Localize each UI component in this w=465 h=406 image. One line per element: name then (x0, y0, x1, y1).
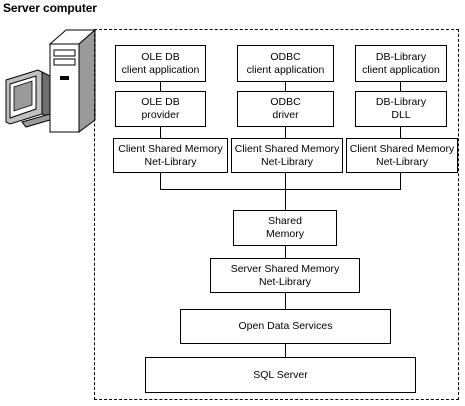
box-label-line: SQL Server (253, 368, 308, 381)
client-shared-memory-netlib-box-3: Client Shared Memory Net-Library (346, 138, 458, 173)
box-label-line: Client Shared Memory (234, 142, 340, 155)
box-label-line: ODBC (270, 50, 301, 63)
server-shared-memory-netlib-box: Server Shared Memory Net-Library (210, 258, 360, 293)
box-label-line: ODBC (270, 96, 301, 108)
box-label-line: Net-Library (144, 155, 197, 168)
box-label-line: Net-Library (259, 275, 311, 288)
box-label-line: DB-Library (375, 50, 427, 63)
odbc-driver-box: ODBC driver (237, 91, 334, 127)
box-label-line: client application (121, 63, 200, 76)
box-label-line: client application (362, 63, 440, 76)
server-boundary (94, 29, 459, 400)
shared-memory-box: Shared Memory (233, 210, 337, 246)
db-library-client-application-box: DB-Library client application (355, 45, 447, 82)
box-label-line: DB-Library (375, 96, 427, 108)
ole-db-client-application-box: OLE DB client application (115, 45, 206, 82)
box-label-line: Server Shared Memory (230, 262, 340, 275)
ole-db-provider-box: OLE DB provider (115, 91, 206, 127)
odbc-client-application-box: ODBC client application (237, 45, 334, 82)
box-label-line: OLE DB (141, 96, 180, 108)
box-label-line: Memory (266, 228, 304, 240)
server-computer-icon (5, 28, 97, 133)
box-label-line: OLE DB (141, 50, 180, 63)
box-label-line: DLL (391, 109, 411, 121)
client-shared-memory-netlib-box-2: Client Shared Memory Net-Library (231, 138, 343, 173)
box-label-line: Shared (268, 215, 302, 227)
box-label-line: driver (272, 109, 299, 121)
box-label-line: client application (246, 63, 325, 76)
box-label-line: Client Shared Memory (349, 142, 455, 155)
box-label-line: Client Shared Memory (118, 142, 223, 155)
box-label-line: Net-Library (376, 155, 428, 168)
box-label-line: Net-Library (261, 155, 313, 168)
box-label-line: provider (141, 109, 180, 121)
sql-server-box: SQL Server (145, 357, 416, 393)
open-data-services-box: Open Data Services (180, 309, 391, 344)
diagram-title: Server computer (3, 1, 97, 15)
client-shared-memory-netlib-box-1: Client Shared Memory Net-Library (113, 138, 228, 173)
box-label-line: Open Data Services (238, 320, 333, 332)
db-library-dll-box: DB-Library DLL (355, 91, 447, 127)
